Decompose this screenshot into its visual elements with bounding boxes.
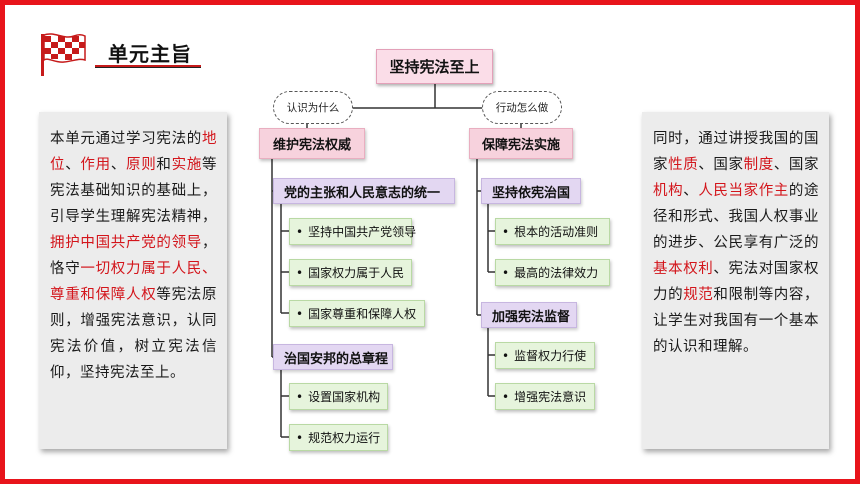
highlight-text: 人民当家作主: [698, 183, 789, 199]
highlight-text: 拥护中国共产党的领导: [50, 235, 202, 251]
title-underline: [95, 65, 201, 67]
body-text: 、国家: [773, 157, 820, 173]
right-sub2: 加强宪法监督: [481, 302, 577, 328]
left-description-card: 本单元通过学习宪法的地位、作用、原则和实施等宪法基础知识的基础上，引导学生理解宪…: [39, 112, 227, 449]
highlight-text: 基本权利: [653, 261, 714, 277]
highlight-text: 制度: [743, 157, 774, 173]
bubble-why: 认识为什么: [273, 91, 353, 124]
body-text: 、: [683, 183, 699, 199]
left-sub1: 党的主张和人民意志的统一: [273, 178, 455, 204]
leaf-item: •最高的法律效力: [495, 259, 610, 286]
highlight-text: 作用: [80, 157, 111, 173]
branch-right: 保障宪法实施: [469, 128, 573, 159]
body-text: 同时，通过讲授我国的国家: [653, 131, 819, 173]
right-description-card: 同时，通过讲授我国的国家性质、国家制度、国家机构、人民当家作主的途径和形式、我国…: [642, 112, 829, 449]
title-underline-shadow: [95, 67, 201, 68]
leaf-item: •规范权力运行: [289, 424, 388, 451]
body-text: 、: [110, 157, 127, 173]
body-text: 等宪法基础知识的基础上，引导学生理解宪法精神，: [50, 157, 218, 225]
unit-title: 单元主旨: [108, 42, 192, 66]
leaf-item: •根本的活动准则: [495, 218, 610, 245]
leaf-item: •设置国家机构: [289, 383, 388, 410]
right-sub1: 坚持依宪治国: [481, 178, 581, 204]
body-text: 、: [65, 157, 81, 173]
highlight-text: 地位: [50, 131, 217, 173]
leaf-item: •监督权力行使: [495, 342, 595, 369]
leaf-item: •增强宪法意识: [495, 383, 595, 410]
body-text: 和限制等内容，让学生对我国有一个基本的认识和理解。: [653, 287, 820, 355]
highlight-text: 性质: [668, 157, 699, 173]
highlight-text: 实施: [171, 157, 203, 173]
left-sub2: 治国安邦的总章程: [273, 344, 393, 370]
checkered-flag-icon: [41, 33, 86, 76]
body-text: 等宪法原则，增强宪法意识，认同宪法价值，树立宪法信仰，坚持宪法至上。: [50, 287, 218, 381]
body-text: 和: [156, 157, 172, 173]
body-text: ，恪守: [50, 235, 217, 277]
highlight-text: 原则: [126, 157, 157, 173]
branch-left: 维护宪法权威: [259, 128, 365, 159]
body-text: 、宪法对国家权力的: [653, 261, 820, 303]
root-node: 坚持宪法至上: [376, 49, 493, 84]
leaf-item: •国家权力属于人民: [289, 259, 412, 286]
highlight-text: 一切权力属于人民、尊重和保障人权: [50, 261, 218, 303]
right-description-text: 同时，通过讲授我国的国家性质、国家制度、国家机构、人民当家作主的途径和形式、我国…: [653, 126, 819, 360]
leaf-item: •坚持中国共产党领导: [289, 218, 416, 245]
bubble-how: 行动怎么做: [482, 91, 562, 124]
highlight-text: 机构: [653, 183, 684, 199]
leaf-item: •国家尊重和保障人权: [289, 300, 425, 327]
body-text: 本单元通过学习宪法的: [50, 131, 202, 147]
body-text: 的途径和形式、我国人权事业的进步、公民享有广泛的: [653, 183, 820, 251]
left-description-text: 本单元通过学习宪法的地位、作用、原则和实施等宪法基础知识的基础上，引导学生理解宪…: [50, 126, 217, 386]
highlight-text: 规范: [683, 287, 714, 303]
body-text: 、国家: [698, 157, 744, 173]
